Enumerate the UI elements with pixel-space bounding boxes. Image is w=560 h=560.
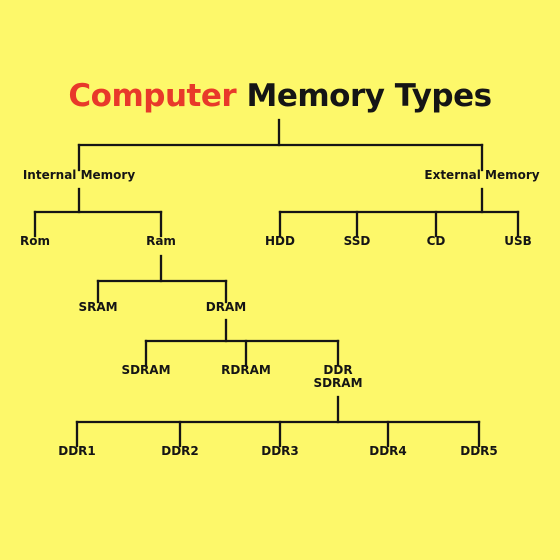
node-rom: Rom [20,234,50,248]
node-sdram: SDRAM [121,363,170,377]
diagram-title: Computer Memory Types [0,78,560,114]
node-ram: Ram [146,234,176,248]
node-ddr4: DDR4 [369,444,407,458]
node-external-memory: External Memory [424,168,539,182]
node-usb: USB [504,234,532,248]
node-ssd: SSD [344,234,371,248]
node-dram: DRAM [206,300,246,314]
node-hdd: HDD [265,234,295,248]
node-ddr3: DDR3 [261,444,299,458]
node-rdram: RDRAM [221,363,271,377]
node-ddr2: DDR2 [161,444,199,458]
node-ddr5: DDR5 [460,444,498,458]
node-sram: SRAM [78,300,117,314]
title-main-words: Memory Types [246,78,492,114]
title-accent-word: Computer [68,78,237,114]
node-cd: CD [427,234,446,248]
node-ddr1: DDR1 [58,444,96,458]
node-internal-memory: Internal Memory [23,168,135,182]
